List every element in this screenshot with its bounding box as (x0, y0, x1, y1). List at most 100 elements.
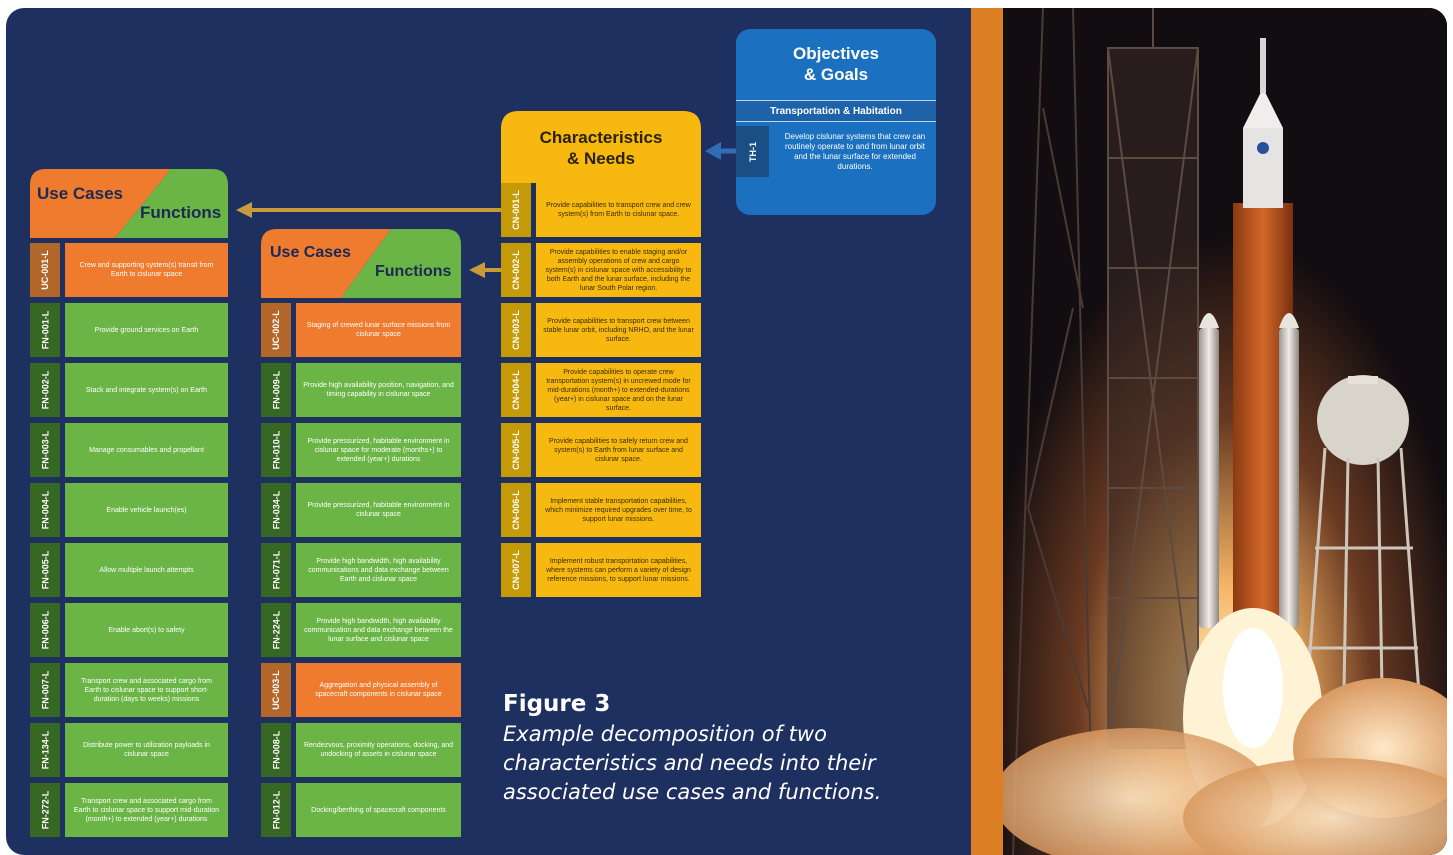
item-text: Manage consumables and propellant (65, 423, 228, 477)
characteristics-header-shape (501, 111, 701, 183)
item-code: FN-034-L (261, 483, 291, 537)
item-text: Provide high bandwidth, high availabilit… (296, 543, 461, 597)
rocket (1199, 38, 1299, 643)
item-code: CN-002-L (501, 243, 531, 297)
column2-header-shape (261, 229, 461, 298)
figure-card: Objectives & Goals Transportation & Habi… (6, 8, 1447, 855)
item-text: Distribute power to utilization payloads… (65, 723, 228, 777)
item-code: CN-001-L (501, 183, 531, 237)
item-code: UC-003-L (261, 663, 291, 717)
item-code: FN-071-L (261, 543, 291, 597)
more-icon: ••• (736, 213, 936, 215)
figure-caption-text: Example decomposition of two characteris… (503, 722, 882, 804)
item-text: Staging of crewed lunar surface missions… (296, 303, 461, 357)
item-text: Provide high bandwidth, high availabilit… (296, 603, 461, 657)
item-text: Allow multiple launch attempts (65, 543, 228, 597)
rocket-launch-illustration (1003, 8, 1447, 855)
item-text: Provide capabilities to enable staging a… (536, 243, 701, 297)
item-code: UC-001-L (30, 243, 60, 297)
item-text: Provide capabilities to transport crew b… (536, 303, 701, 357)
item-text: Provide capabilities to operate crew tra… (536, 363, 701, 417)
item-code: CN-004-L (501, 363, 531, 417)
item-code: FN-009-L (261, 363, 291, 417)
connector-arrows (236, 142, 736, 278)
objective-text: Develop cislunar systems that crew can r… (784, 131, 926, 171)
arrow-cn001-to-column1 (236, 202, 501, 218)
characteristics-title: Characteristics & Needs (539, 128, 663, 168)
item-code: CN-003-L (501, 303, 531, 357)
item-text: Transport crew and associated cargo from… (65, 663, 228, 717)
column2-functions-label: Functions (375, 263, 452, 280)
item-code: FN-224-L (261, 603, 291, 657)
objectives-title: Objectives & Goals (793, 44, 879, 84)
item-text: Rendezvous, proximity operations, dockin… (296, 723, 461, 777)
item-code: FN-001-L (30, 303, 60, 357)
item-text: Enable abort(s) to safety (65, 603, 228, 657)
objectives-box: Objectives & Goals Transportation & Habi… (736, 29, 936, 215)
accent-stripe (971, 8, 1003, 855)
item-code: FN-002-L (30, 363, 60, 417)
column2-header: Use Cases Functions (261, 229, 461, 298)
item-text: Enable vehicle launch(es) (65, 483, 228, 537)
item-text: Provide high availability position, navi… (296, 363, 461, 417)
objectives-subtitle: Transportation & Habitation (736, 100, 936, 122)
item-code: FN-006-L (30, 603, 60, 657)
item-text: Aggregation and physical assembly of spa… (296, 663, 461, 717)
item-code: UC-002-L (261, 303, 291, 357)
item-code: FN-272-L (30, 783, 60, 837)
objective-code: TH-1 (736, 126, 769, 177)
item-code: FN-008-L (261, 723, 291, 777)
item-text: Provide capabilities to transport crew a… (536, 183, 701, 237)
item-code: CN-006-L (501, 483, 531, 537)
item-text: Provide capabilities to safely return cr… (536, 423, 701, 477)
item-text: Provide pressurized, habitable environme… (296, 423, 461, 477)
rocket-launch-photo (1003, 8, 1447, 855)
item-text: Docking/berthing of spacecraft component… (296, 783, 461, 837)
arrow-cn002-to-column2 (469, 262, 501, 278)
column1-use-cases-label: Use Cases (37, 184, 124, 203)
item-code: FN-004-L (30, 483, 60, 537)
item-text: Implement robust transportation capabili… (536, 543, 701, 597)
item-text: Transport crew and associated cargo from… (65, 783, 228, 837)
column1-header-shape (30, 169, 228, 238)
item-code: FN-003-L (30, 423, 60, 477)
item-code: CN-007-L (501, 543, 531, 597)
column1-functions-label: Functions (140, 203, 222, 222)
item-code: FN-012-L (261, 783, 291, 837)
item-text: Provide ground services on Earth (65, 303, 228, 357)
item-text: Provide pressurized, habitable environme… (296, 483, 461, 537)
characteristics-header: Characteristics & Needs (501, 111, 701, 183)
item-text: Implement stable transportation capabili… (536, 483, 701, 537)
arrow-objective-to-characteristics (705, 142, 736, 160)
figure-label: Figure 3 (503, 691, 611, 717)
column2-use-cases-label: Use Cases (270, 244, 351, 261)
figure-caption: Figure 3 Example decomposition of two ch… (503, 690, 963, 807)
item-text: Crew and supporting system(s) transit fr… (65, 243, 228, 297)
item-text: Stack and integrate system(s) on Earth (65, 363, 228, 417)
item-code: FN-007-L (30, 663, 60, 717)
